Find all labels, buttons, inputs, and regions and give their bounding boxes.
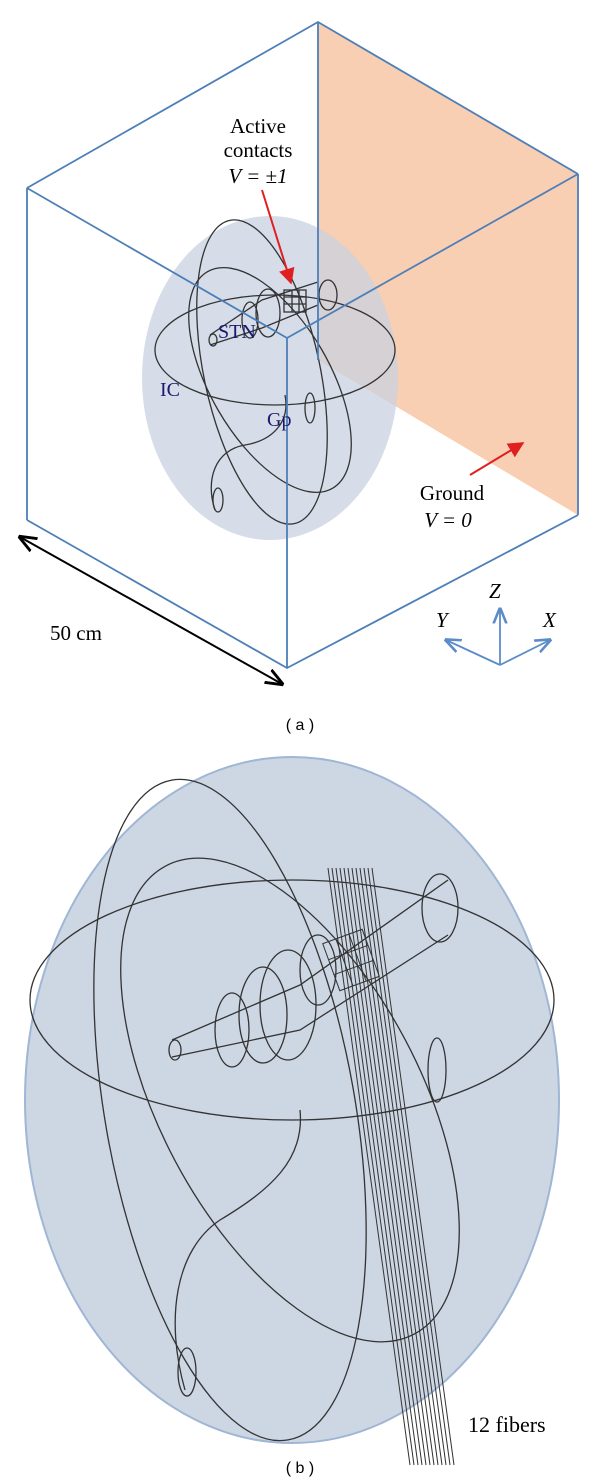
axis-y-label: Y <box>436 608 450 632</box>
brain-structures-a <box>154 219 396 525</box>
dimension-arrow <box>20 537 282 684</box>
fibers-label: 12 fibers <box>468 1412 546 1437</box>
fiber-bundle <box>327 867 455 1466</box>
ground-voltage: V = 0 <box>424 508 472 532</box>
electrode-contacts-b <box>322 928 380 992</box>
electrode-contacts-a <box>283 289 307 313</box>
ic-label: IC <box>160 379 180 401</box>
active-contacts-voltage: V = ±1 <box>228 164 287 188</box>
caption-a: ( a ) <box>286 717 314 734</box>
brain-structures-b <box>29 778 555 1442</box>
dimension-label: 50 cm <box>50 621 102 645</box>
panel-b: 12 fibers ( b ) <box>24 756 560 1477</box>
stn-label: STN <box>218 321 256 343</box>
axis-z-label: Z <box>489 579 501 603</box>
sphere-b <box>24 756 560 1444</box>
active-contacts-arrow <box>261 189 295 285</box>
bounding-box <box>26 20 579 670</box>
ground-label: Ground <box>420 481 485 505</box>
active-contacts-line2: contacts <box>224 138 293 162</box>
active-contacts-line1: Active <box>230 114 286 138</box>
caption-b: ( b ) <box>286 1460 314 1477</box>
gp-label: Gp <box>267 409 291 431</box>
panel-a: STN IC Gp Active contacts V = ±1 Ground … <box>20 20 579 734</box>
ground-arrow <box>469 442 525 476</box>
axes-triad: Z Y X <box>436 579 557 666</box>
axis-x-label: X <box>542 608 557 632</box>
sphere-a <box>142 216 398 540</box>
